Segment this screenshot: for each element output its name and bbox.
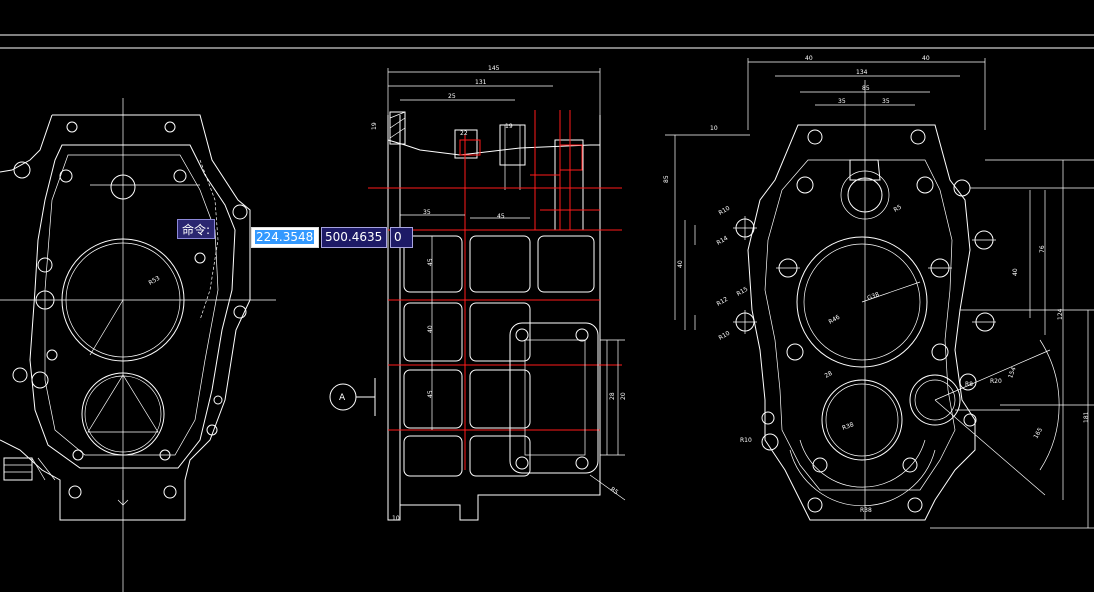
svg-text:22: 22 xyxy=(460,130,468,137)
svg-text:154: 154 xyxy=(1007,366,1018,379)
svg-text:R10: R10 xyxy=(740,437,752,444)
svg-text:40: 40 xyxy=(922,55,930,62)
svg-text:131: 131 xyxy=(475,79,487,86)
svg-text:G38: G38 xyxy=(866,291,880,302)
svg-text:134: 134 xyxy=(856,69,868,76)
section-marker-label: A xyxy=(339,393,346,403)
svg-text:35: 35 xyxy=(838,98,846,105)
svg-text:85: 85 xyxy=(862,85,870,92)
svg-text:R15: R15 xyxy=(736,286,750,298)
svg-text:40: 40 xyxy=(677,260,684,268)
svg-text:20: 20 xyxy=(620,392,627,400)
svg-text:R20: R20 xyxy=(990,378,1002,385)
svg-text:35: 35 xyxy=(882,98,890,105)
svg-text:28: 28 xyxy=(824,370,834,380)
svg-text:35: 35 xyxy=(423,209,431,216)
svg-text:R46: R46 xyxy=(828,314,842,326)
svg-text:145: 145 xyxy=(488,65,500,72)
svg-text:40: 40 xyxy=(427,325,434,333)
svg-text:124: 124 xyxy=(1057,308,1064,320)
svg-text:R12: R12 xyxy=(716,296,730,308)
y-coordinate-input[interactable]: 500.4635 xyxy=(321,227,387,248)
svg-text:10: 10 xyxy=(392,515,400,522)
svg-text:28: 28 xyxy=(609,392,616,400)
y-coordinate-value: 500.4635 xyxy=(325,230,383,244)
middle-section-view: 145 131 25 19 22 19 xyxy=(329,65,627,522)
svg-text:R8: R8 xyxy=(965,381,973,388)
x-coordinate-value: 224.3548 xyxy=(255,230,315,244)
z-coordinate-value: 0 xyxy=(394,230,402,244)
svg-text:25: 25 xyxy=(448,93,456,100)
svg-text:45: 45 xyxy=(497,213,505,220)
svg-text:R5: R5 xyxy=(609,486,620,496)
left-housing-view: R53 xyxy=(0,98,276,592)
svg-text:R53: R53 xyxy=(148,275,162,287)
title-frame xyxy=(0,34,1094,49)
svg-text:19: 19 xyxy=(371,122,378,130)
svg-text:40: 40 xyxy=(805,55,813,62)
svg-text:R10: R10 xyxy=(718,205,732,217)
svg-text:R5: R5 xyxy=(893,204,904,214)
svg-text:165: 165 xyxy=(1032,426,1044,440)
svg-text:R38: R38 xyxy=(860,507,872,514)
right-front-view: 40 40 134 85 35 35 85 40 10 G38 xyxy=(663,55,1094,529)
svg-text:R38: R38 xyxy=(841,421,855,432)
svg-text:40: 40 xyxy=(1012,268,1019,276)
x-coordinate-input[interactable]: 224.3548 xyxy=(251,227,319,248)
svg-text:181: 181 xyxy=(1083,411,1090,423)
svg-text:85: 85 xyxy=(663,175,670,183)
svg-text:19: 19 xyxy=(505,123,513,130)
svg-text:45: 45 xyxy=(427,390,434,398)
svg-text:R10: R10 xyxy=(718,330,732,342)
z-coordinate-input[interactable]: 0 xyxy=(390,227,413,248)
svg-text:45: 45 xyxy=(427,258,434,266)
svg-text:R14: R14 xyxy=(716,235,730,247)
svg-text:76: 76 xyxy=(1039,245,1046,253)
svg-text:10: 10 xyxy=(710,125,718,132)
command-prompt-tooltip: 命令: xyxy=(177,219,216,239)
